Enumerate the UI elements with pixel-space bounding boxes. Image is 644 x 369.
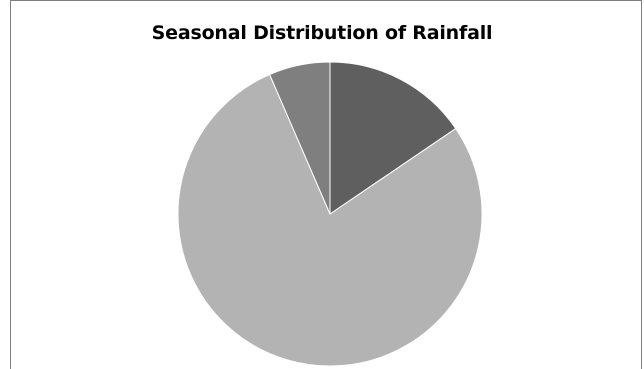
chart-title: Seasonal Distribution of Rainfall xyxy=(151,22,493,44)
pie-slice-3 xyxy=(268,61,331,215)
pie-slice-2 xyxy=(177,73,483,367)
pie-slice-1 xyxy=(329,61,457,215)
